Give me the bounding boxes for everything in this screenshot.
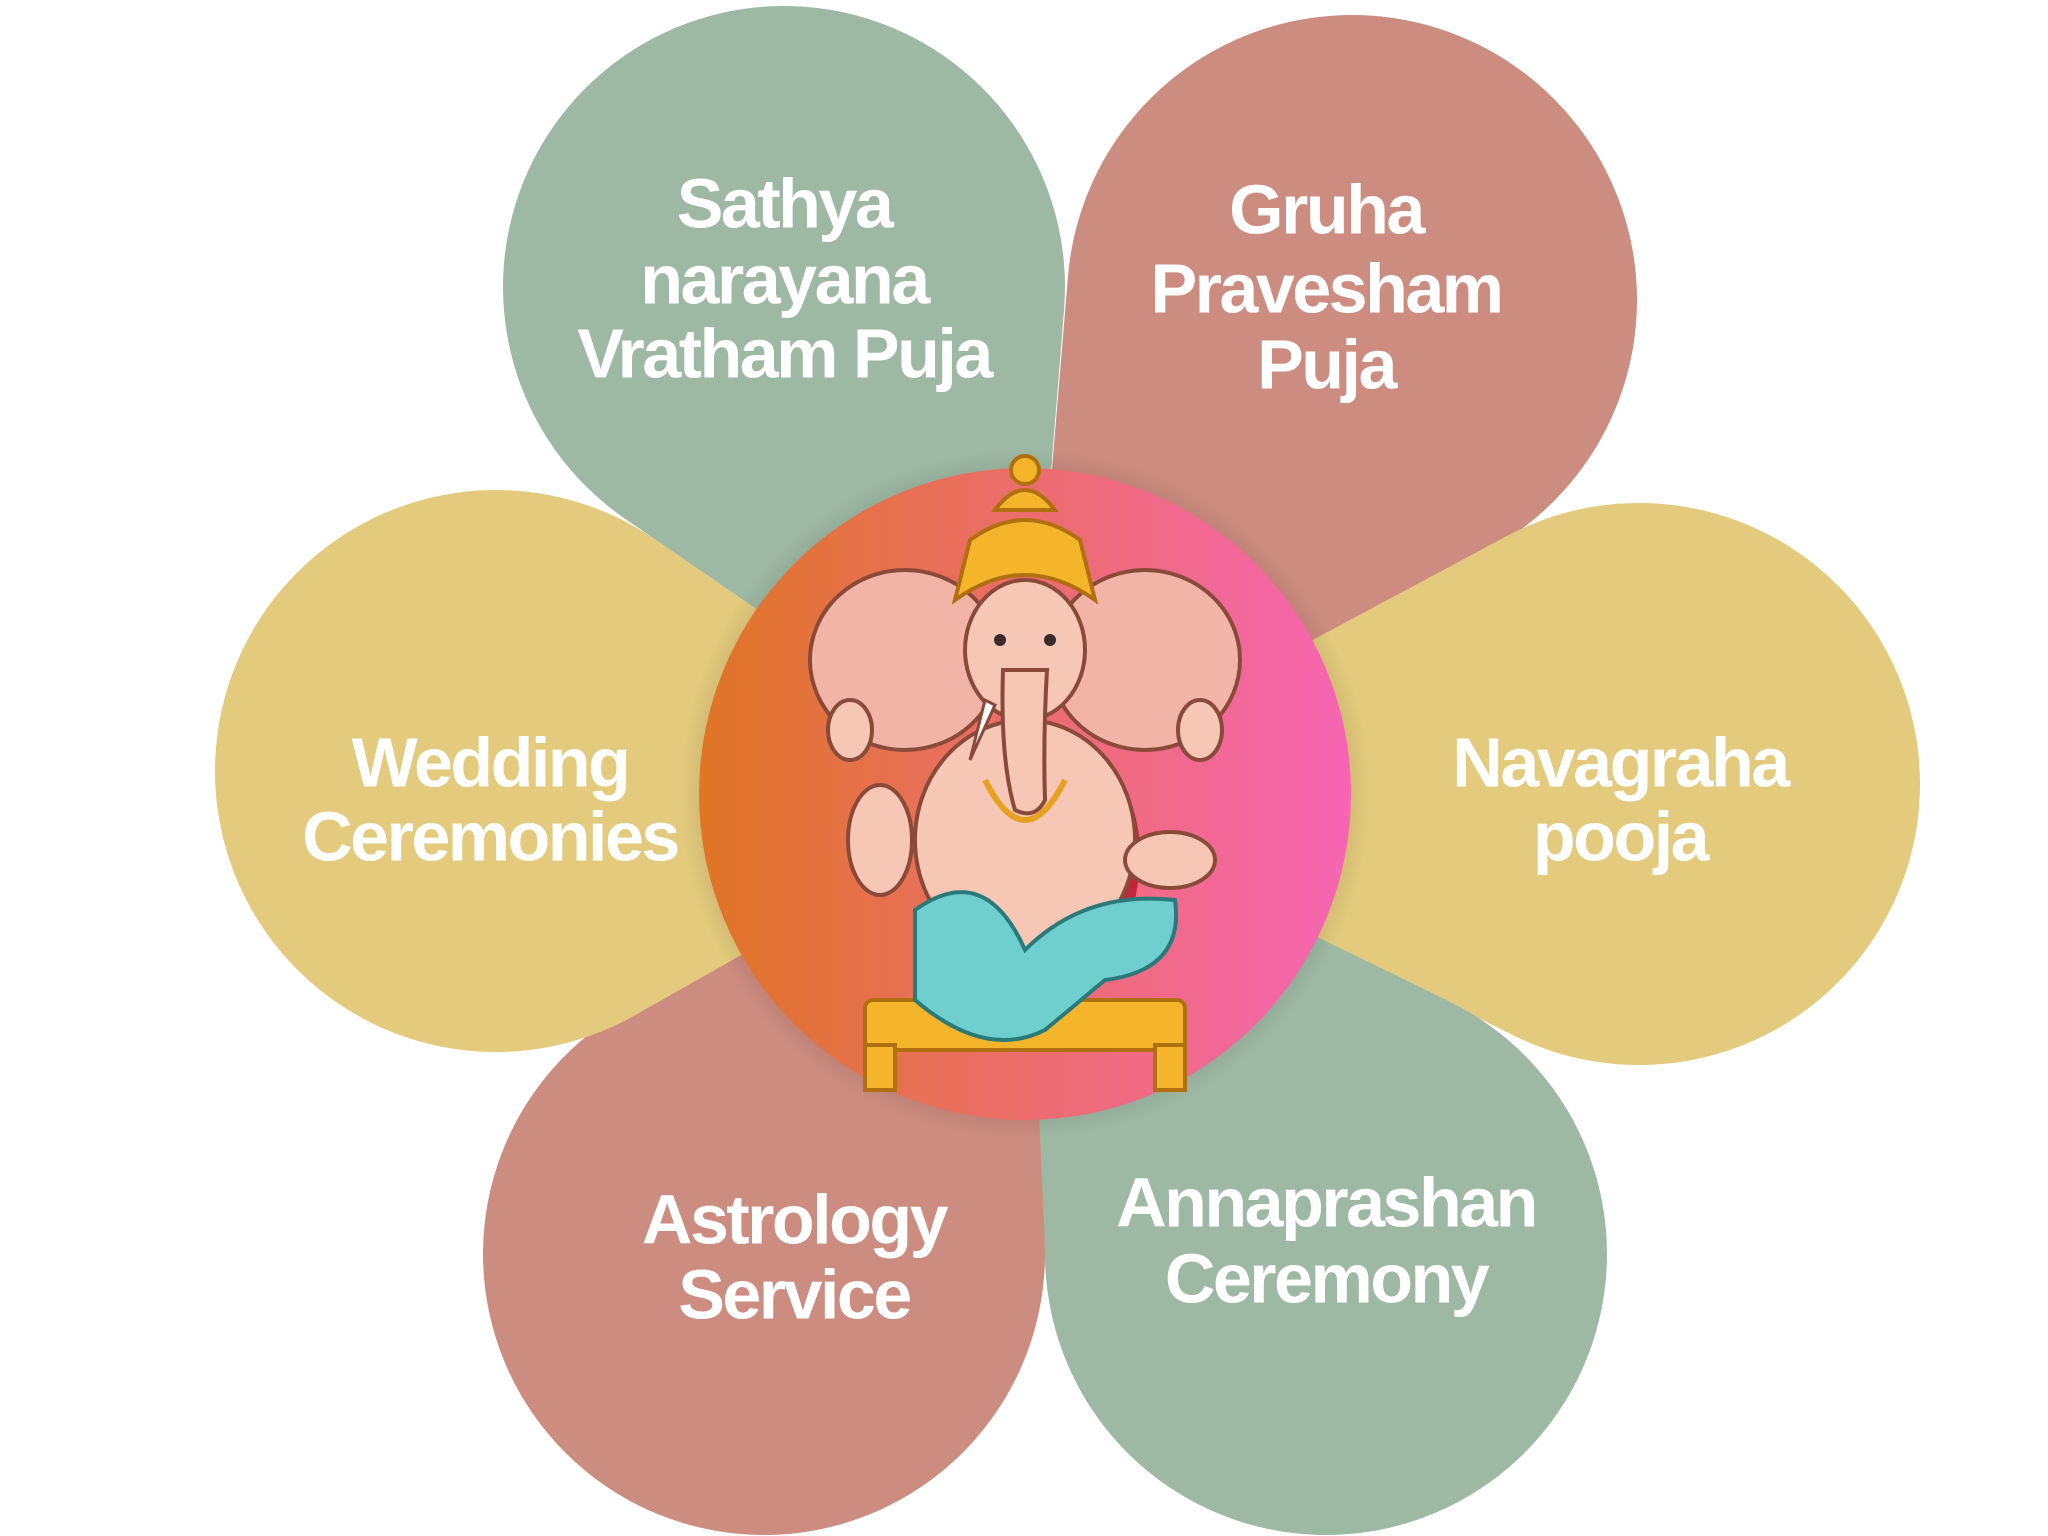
petal-label-annaprashan: Ceremony [1165,1239,1490,1317]
petal-label-sathya: Vratham Puja [577,314,994,392]
petal-navagraha [1025,502,1921,1065]
petal-label-gruha: Gruha [1229,170,1426,248]
petal-wedding [215,489,1026,1052]
petal-label-navagraha: pooja [1533,797,1711,875]
petal-label-gruha: Pravesham [1150,249,1501,327]
petal-label-wedding: Wedding [352,723,629,801]
ganesha-illustration [808,454,1242,1092]
petal-label-sathya: narayana [640,240,931,318]
petal-label-annaprashan: Annaprashan [1116,1163,1536,1241]
petal-label-astrology: Service [678,1255,910,1333]
petal-label-wedding: Ceremonies [302,797,678,875]
petal-label-gruha: Puja [1257,325,1398,403]
petal-label-navagraha: Navagraha [1452,723,1791,801]
petal-label-astrology: Astrology [642,1180,949,1258]
petal-label-sathya: Sathya [677,164,895,242]
